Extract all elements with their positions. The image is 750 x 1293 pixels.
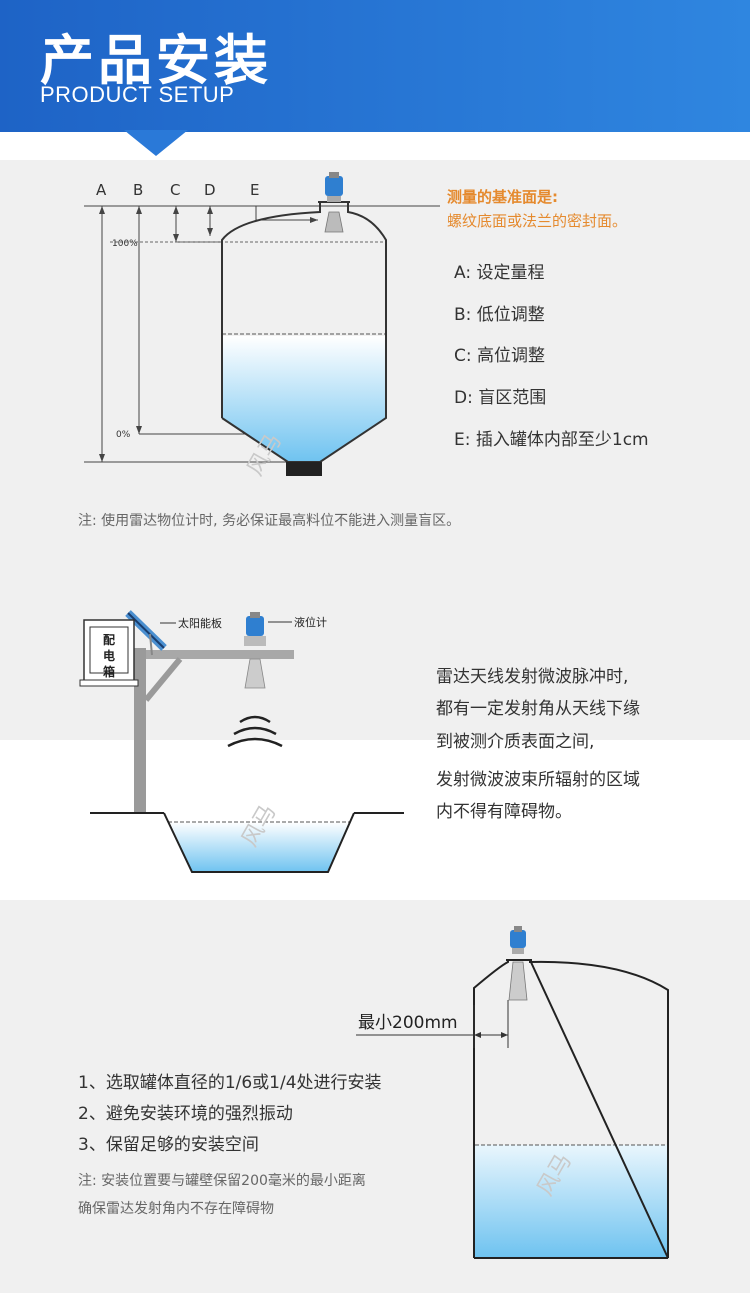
level-100-label: 100% — [112, 239, 138, 249]
legend-c: C: 高位调整 — [454, 346, 546, 366]
label-e: E — [250, 181, 259, 199]
label-b: B — [133, 181, 143, 199]
header-banner — [0, 0, 750, 132]
radar-gauge-icon — [325, 176, 343, 196]
paragraph-line-3: 到被测介质表面之间, — [436, 732, 595, 752]
box-label-2: 电 — [103, 648, 115, 663]
level-gauge-label: 液位计 — [294, 615, 327, 629]
legend-a: A: 设定量程 — [454, 263, 545, 283]
reference-title: 测量的基准面是: — [447, 188, 558, 206]
radar-gauge-icon-2 — [510, 930, 526, 948]
paragraph-line-2: 都有一定发射角从天线下缘 — [436, 699, 640, 719]
level-gauge-icon — [246, 616, 264, 636]
legend-b: B: 低位调整 — [454, 305, 545, 325]
list-item-3: 3、保留足够的安装空间 — [78, 1135, 259, 1155]
legend-e: E: 插入罐体内部至少1cm — [454, 430, 649, 450]
min-distance-label: 最小200mm — [358, 1013, 458, 1033]
section-2-background — [0, 750, 750, 900]
page-subtitle: PRODUCT SETUP — [40, 82, 235, 107]
note-3-line-1: 注: 安装位置要与罐壁保留200毫米的最小距离 — [78, 1173, 366, 1189]
level-0-label: 0% — [116, 430, 131, 440]
paragraph-line-4: 发射微波波束所辐射的区域 — [436, 770, 640, 790]
note-3-line-2: 确保雷达发射角内不存在障碍物 — [78, 1201, 274, 1217]
paragraph-line-5: 内不得有障碍物。 — [436, 802, 572, 822]
label-a: A — [96, 181, 107, 199]
tank-diagram-1: A B C D E 100% 0% — [84, 172, 440, 480]
header-arrow — [124, 130, 188, 156]
solar-panel-label: 太阳能板 — [178, 616, 222, 630]
tank-diagram-3: 最小200mm 风马 — [356, 926, 669, 1259]
note-1: 注: 使用雷达物位计时, 务必保证最高料位不能进入测量盲区。 — [78, 513, 461, 529]
list-item-2: 2、避免安装环境的强烈振动 — [78, 1104, 293, 1124]
page-title: 产品安装 — [40, 29, 272, 92]
label-d: D — [204, 181, 216, 199]
field-installation-diagram: 太阳能板 配 电 箱 液位计 风马 — [79, 610, 404, 873]
box-label-3: 箱 — [103, 664, 115, 679]
reference-desc: 螺纹底面或法兰的密封面。 — [447, 212, 628, 230]
legend-d: D: 盲区范围 — [454, 388, 547, 408]
paragraph-line-1: 雷达天线发射微波脉冲时, — [436, 667, 629, 687]
box-label-1: 配 — [103, 632, 115, 647]
label-c: C — [170, 181, 180, 199]
list-item-1: 1、选取罐体直径的1/6或1/4处进行安装 — [78, 1073, 382, 1093]
